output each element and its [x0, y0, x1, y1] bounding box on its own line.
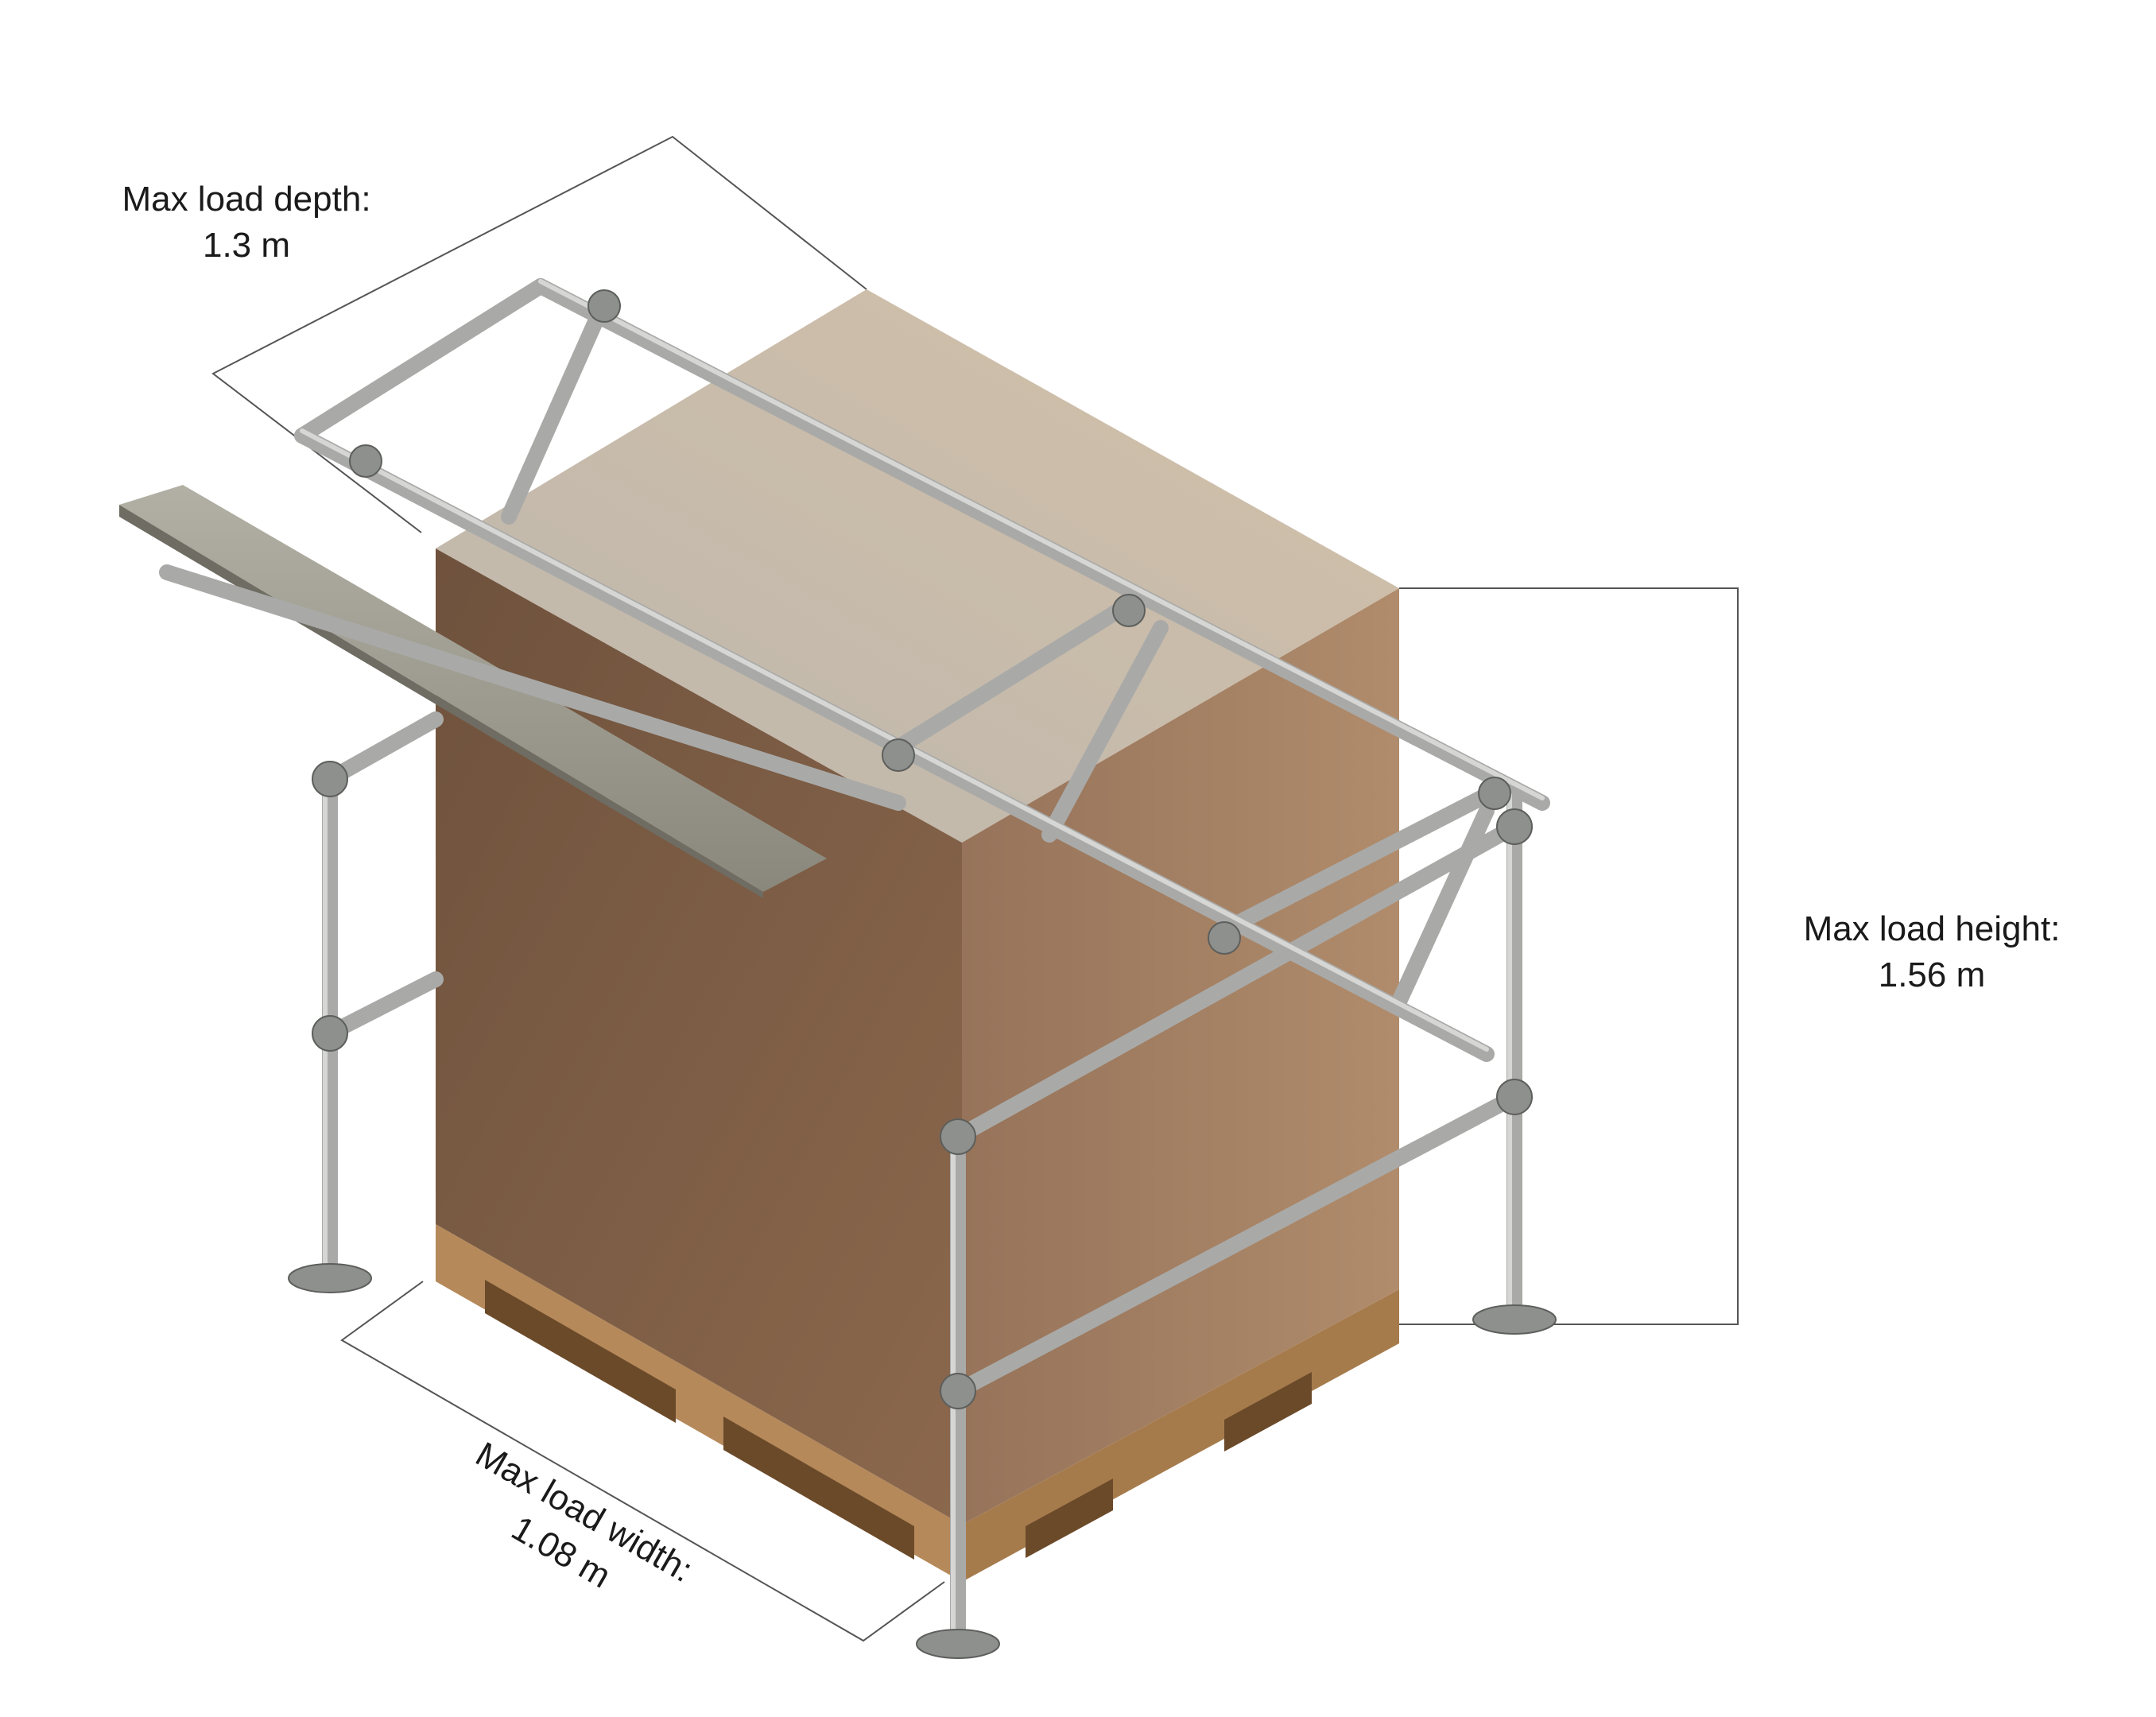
height-label: Max load height: 1.56 m [1765, 906, 2099, 998]
tube-fittings [312, 289, 1533, 1409]
height-value: 1.56 m [1878, 955, 1986, 994]
width-dimension-line [340, 1281, 945, 1642]
dimension-lines [211, 135, 1739, 1642]
height-dimension-line [1399, 587, 1739, 1325]
depth-label-text: Max load depth: [122, 180, 371, 219]
floor-flanges [288, 1263, 1557, 1659]
height-label-text: Max load height: [1803, 909, 2061, 948]
depth-dimension-line [211, 135, 867, 533]
box-side-face [962, 588, 1399, 1525]
depth-value: 1.3 m [202, 226, 291, 265]
box-top-face [436, 289, 1399, 843]
pallet [436, 1224, 1399, 1582]
box-front-face [436, 548, 962, 1525]
cardboard-box [436, 289, 1399, 1525]
depth-label: Max load depth: 1.3 m [79, 176, 413, 269]
